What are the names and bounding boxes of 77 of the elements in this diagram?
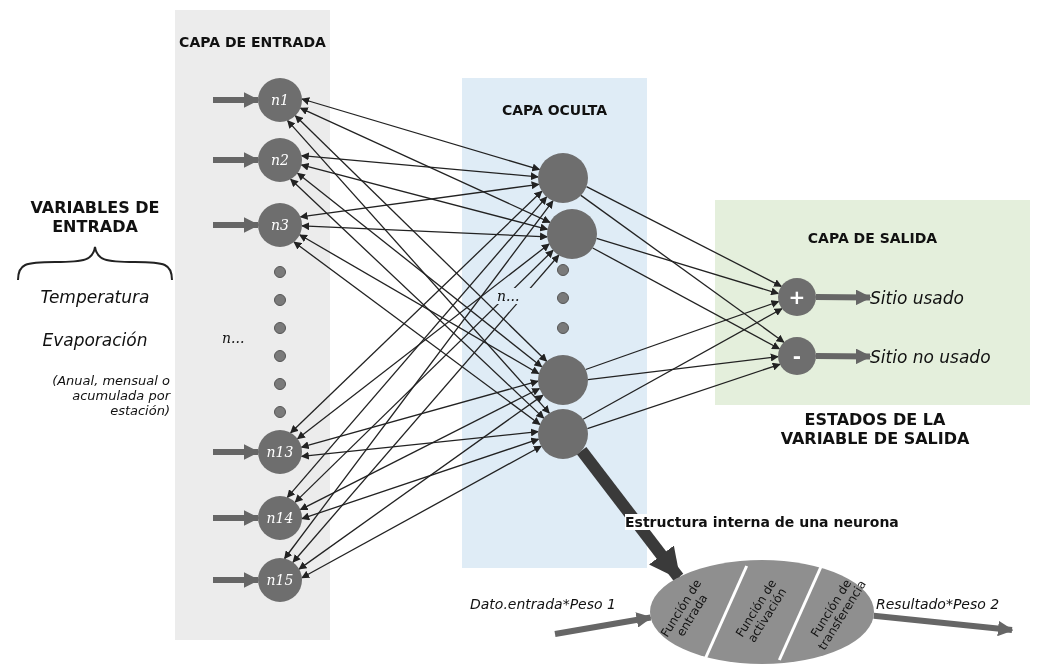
arrow (585, 185, 782, 287)
layer-title: CAPA OCULTA (500, 102, 609, 118)
ellipsis-dot (557, 292, 569, 304)
arrow (296, 172, 543, 368)
ellipsis-dot (274, 266, 286, 278)
arrow (283, 200, 554, 560)
arrow (294, 249, 554, 503)
layer-title: CAPA DE SALIDA (806, 230, 939, 246)
neuron-circle: n3 (258, 203, 302, 247)
arrow (300, 152, 539, 181)
arrow (301, 437, 540, 521)
arrow (299, 107, 551, 223)
ellipsis-dot (274, 406, 286, 418)
thick-arrow (815, 348, 872, 365)
thick-arrow (213, 510, 260, 526)
arrow (286, 119, 550, 414)
heading-text: ESTADOS DE LA VARIABLE DE SALIDA (779, 410, 971, 448)
ellipsis-dot (557, 264, 569, 276)
arrow (298, 394, 544, 570)
arrow (582, 308, 783, 420)
thick-arrow (873, 612, 1014, 637)
layer-panel (715, 200, 1030, 405)
thick-arrow (554, 612, 653, 637)
output-label: Sitio usado (870, 283, 1020, 313)
ellipsis-dot (274, 322, 286, 334)
arrow (587, 353, 779, 381)
arrow (300, 428, 539, 460)
ellipsis-text: n... (222, 330, 246, 346)
thick-arrow (213, 152, 260, 168)
thick-arrow (213, 444, 260, 460)
arrow (294, 115, 548, 362)
output-label: Sitio no usado (870, 342, 1025, 372)
neuron-circle: n13 (258, 430, 302, 474)
thick-arrow (576, 447, 684, 581)
arrow (300, 379, 539, 450)
arrow (301, 97, 541, 172)
arrow (586, 362, 781, 430)
neuron-circle: + (778, 278, 816, 316)
arrow (301, 222, 548, 241)
arrow (286, 196, 548, 498)
ellipsis-dot (557, 322, 569, 334)
neuron-circle (538, 409, 588, 459)
neuron-circle (547, 209, 597, 259)
arrow (301, 445, 542, 579)
arrow (299, 181, 540, 220)
neuron-circle: n2 (258, 138, 302, 182)
arrow (580, 194, 785, 343)
arrow (595, 237, 780, 296)
ellipsis-dot (274, 294, 286, 306)
neuron-circle (538, 153, 588, 203)
neuron-circle: n14 (258, 496, 302, 540)
heading-text: VARIABLES DE ENTRADA (29, 198, 161, 236)
arrow (300, 162, 549, 232)
neuron-circle: n15 (258, 558, 302, 602)
edge-label: Dato.entrada*Peso 1 (470, 596, 616, 612)
arrow (299, 387, 541, 511)
note-text: (Anual, mensual o acumulada por estación) (51, 373, 170, 418)
note-text: Evaporación (41, 330, 149, 350)
ellipsis-dot (274, 350, 286, 362)
neuron-circle (538, 355, 588, 405)
heading: Estructura interna de una neurona (625, 514, 899, 530)
neuron-circle: n1 (258, 78, 302, 122)
thick-arrow (815, 289, 872, 306)
layer-panel (175, 10, 330, 640)
thick-arrow (213, 572, 260, 588)
ellipsis-text: n... (497, 288, 533, 304)
ellipsis-dot (274, 378, 286, 390)
layer-title: CAPA DE ENTRADA (178, 34, 327, 50)
edge-label: Resultado*Peso 2 (876, 596, 1000, 612)
arrow (585, 300, 780, 371)
arrow (299, 234, 540, 375)
thick-arrow (213, 92, 260, 108)
thick-arrow (213, 217, 260, 233)
neuron-circle: - (778, 337, 816, 375)
note-text: Temperatura (39, 287, 151, 307)
arrow (592, 247, 781, 350)
arrow (292, 254, 560, 563)
